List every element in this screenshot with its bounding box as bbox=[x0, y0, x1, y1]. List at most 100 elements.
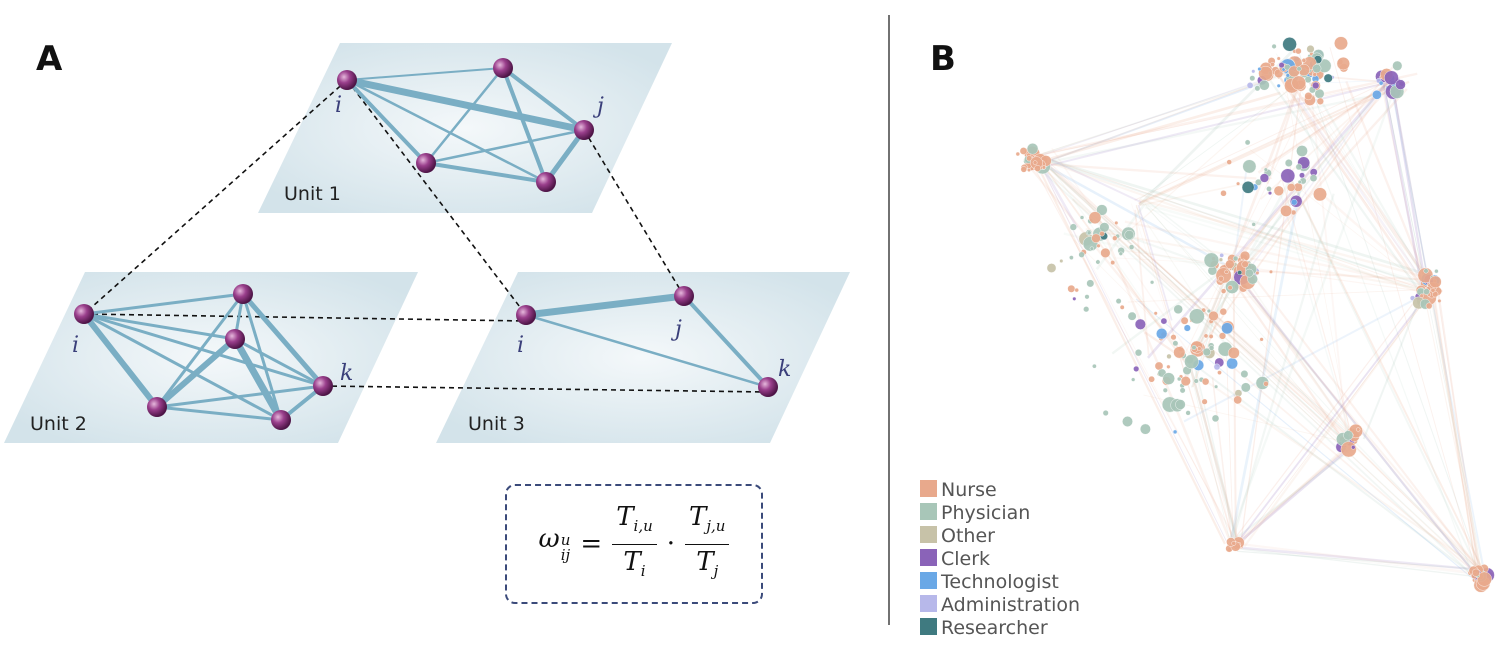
network-edge bbox=[1235, 439, 1357, 543]
network-node bbox=[1434, 269, 1439, 274]
network-node bbox=[1208, 333, 1214, 339]
network-edge bbox=[1183, 73, 1304, 384]
unit3-nodes bbox=[516, 286, 778, 397]
network-node bbox=[1432, 291, 1439, 298]
network-node bbox=[1273, 185, 1284, 196]
network-edge bbox=[1135, 298, 1476, 581]
network-node bbox=[1162, 387, 1168, 393]
network-node bbox=[1166, 353, 1172, 360]
network-edge bbox=[1073, 239, 1190, 356]
formula-frac1-num-sym: T bbox=[616, 502, 634, 533]
network-node bbox=[1095, 259, 1101, 265]
network-node bbox=[1242, 159, 1257, 174]
network-node bbox=[1170, 334, 1177, 341]
legend-item-researcher: Researcher bbox=[920, 617, 1048, 639]
network-node bbox=[1122, 416, 1133, 427]
unit1-edges bbox=[343, 66, 588, 185]
network-edge bbox=[1287, 172, 1484, 580]
network-node bbox=[1254, 85, 1261, 92]
network-node bbox=[1162, 372, 1175, 385]
network-edge bbox=[1039, 153, 1350, 443]
panel-b-label: B bbox=[930, 39, 956, 79]
network-node bbox=[1282, 37, 1297, 52]
node-u3-i bbox=[516, 305, 536, 325]
network-node bbox=[1218, 332, 1227, 340]
node-u2-i bbox=[74, 304, 94, 324]
network-node bbox=[1183, 324, 1191, 332]
network-node bbox=[1112, 235, 1118, 241]
network-node bbox=[1419, 293, 1424, 298]
network-node bbox=[1249, 75, 1256, 82]
network-node bbox=[1259, 337, 1264, 342]
network-edge bbox=[1390, 76, 1432, 298]
network-edge bbox=[1181, 59, 1328, 361]
panel-b: Nurse Physician Other Clerk Technologist… bbox=[920, 36, 1495, 639]
network-node bbox=[1089, 246, 1094, 251]
node-u2-k bbox=[313, 376, 333, 396]
network-node bbox=[1191, 345, 1197, 351]
network-edge bbox=[1237, 550, 1478, 570]
network-node bbox=[1079, 215, 1085, 220]
network-edge bbox=[1131, 203, 1240, 547]
network-node bbox=[1184, 354, 1199, 369]
network-edge bbox=[1030, 88, 1401, 167]
label-u2-i: i bbox=[72, 333, 79, 358]
network-node bbox=[1233, 395, 1242, 405]
network-node bbox=[1257, 66, 1262, 71]
network-edge bbox=[1127, 288, 1432, 303]
network-edge bbox=[1144, 203, 1348, 446]
network-edge bbox=[1280, 177, 1353, 438]
network-edge bbox=[1138, 83, 1395, 204]
unit3-label: Unit 3 bbox=[468, 413, 525, 435]
network-node bbox=[1069, 223, 1077, 231]
network-node bbox=[1218, 275, 1225, 282]
network-node bbox=[1226, 159, 1232, 165]
network-edge bbox=[1124, 220, 1427, 289]
network-node bbox=[1378, 80, 1384, 86]
network-edge bbox=[1023, 69, 1303, 160]
network-node bbox=[1096, 243, 1101, 248]
network-edge bbox=[1030, 168, 1189, 360]
network-node bbox=[1304, 92, 1313, 101]
network-node bbox=[1425, 302, 1433, 310]
network-edge bbox=[1232, 159, 1249, 268]
network-node bbox=[1240, 382, 1251, 393]
network-node bbox=[1220, 288, 1227, 294]
network-node bbox=[1301, 58, 1307, 63]
network-edge bbox=[1030, 153, 1430, 277]
network-node bbox=[1356, 427, 1361, 432]
formula-dot: · bbox=[666, 529, 676, 559]
label-u1-i: i bbox=[335, 93, 342, 118]
network-node bbox=[1429, 275, 1442, 289]
network-edge bbox=[1211, 377, 1233, 542]
network-node bbox=[1086, 279, 1095, 288]
legend-item-other: Other bbox=[920, 525, 995, 547]
network-edge bbox=[1383, 83, 1485, 578]
network-edge bbox=[1037, 152, 1142, 204]
network-edge bbox=[1187, 358, 1232, 547]
network-edge bbox=[1390, 81, 1426, 282]
network-edge bbox=[1138, 198, 1441, 283]
network-node bbox=[1099, 230, 1105, 237]
network-edge bbox=[1382, 82, 1425, 296]
network-node bbox=[1476, 571, 1492, 587]
legend-label-physician: Physician bbox=[941, 502, 1030, 524]
network-edge bbox=[1145, 199, 1223, 261]
label-u3-i: i bbox=[517, 333, 524, 358]
network-node bbox=[1299, 172, 1305, 179]
network-edge bbox=[1249, 149, 1432, 293]
network-node bbox=[1067, 284, 1076, 293]
network-edge bbox=[1042, 161, 1349, 435]
network-node bbox=[1334, 36, 1348, 51]
network-edge bbox=[1433, 296, 1482, 583]
network-node bbox=[1251, 69, 1256, 74]
legend-label-technologist: Technologist bbox=[940, 571, 1059, 593]
network-node bbox=[1372, 90, 1382, 100]
node-u2-d bbox=[271, 410, 291, 430]
network-node bbox=[1084, 294, 1090, 300]
network-node bbox=[1231, 541, 1237, 546]
network-node bbox=[1208, 310, 1219, 322]
network-node bbox=[1215, 267, 1232, 284]
network-node bbox=[1297, 179, 1302, 184]
network-node bbox=[1268, 269, 1273, 274]
